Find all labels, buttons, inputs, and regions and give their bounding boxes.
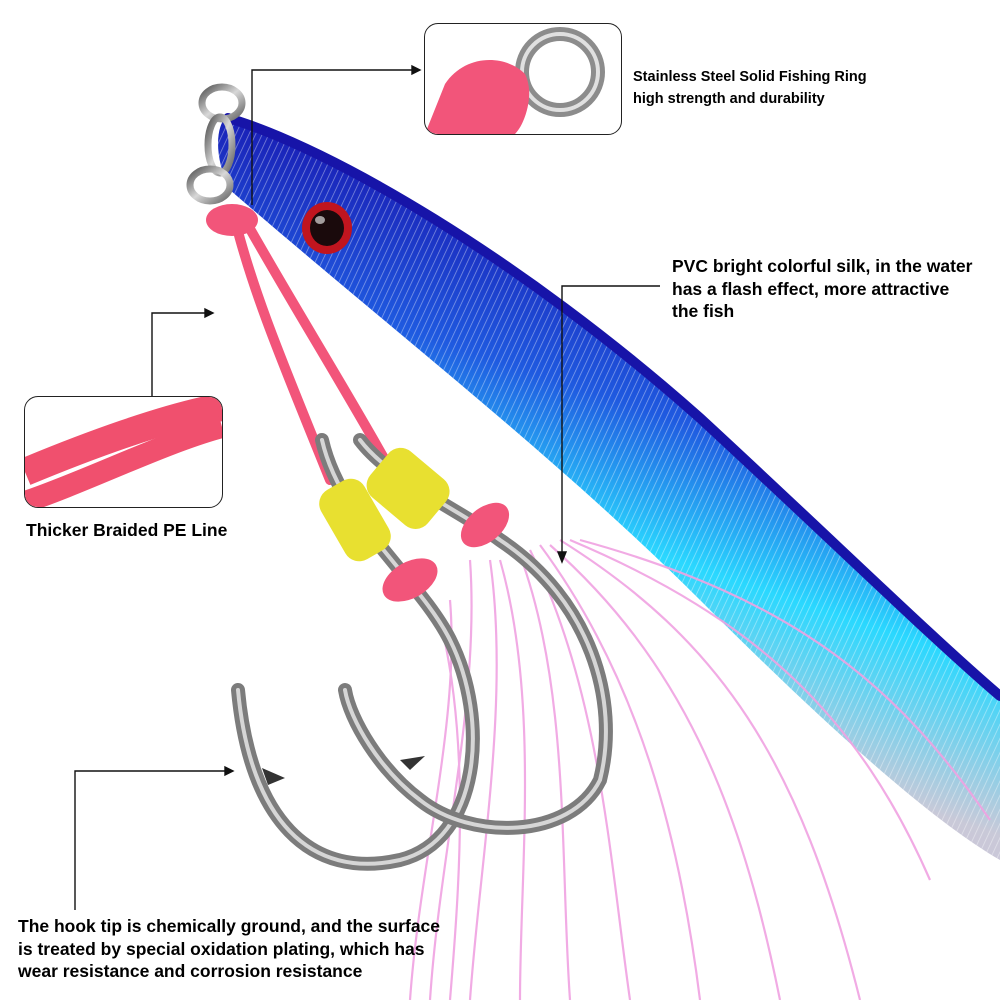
hook-callout-line: The hook tip is chemically ground, and t… — [18, 916, 441, 936]
silk-callout-line: has a flash effect, more attractive — [672, 278, 950, 299]
leader-knot — [206, 204, 258, 236]
silk-callout-line: PVC bright colorful silk, in the water — [672, 256, 973, 276]
callout-lines — [74, 64, 660, 910]
assist-hook-left — [231, 433, 480, 871]
silk-callout-line: the fish — [672, 301, 735, 321]
braided-line-icon — [25, 397, 222, 507]
line-callout-line: Thicker Braided PE Line — [26, 520, 228, 540]
ring-callout-line: high strength and durability — [633, 91, 825, 107]
steel-ring-icon — [425, 27, 605, 134]
assist-hook-right — [338, 433, 613, 835]
hook-callout-line: wear resistance and corrosion resistance — [18, 961, 363, 981]
ring-closeup-inset — [424, 23, 622, 135]
hook-callout-line: is treated by special oxidation plating,… — [18, 938, 425, 959]
lure-body — [218, 113, 1000, 860]
braided-line-closeup-inset — [24, 396, 223, 508]
braided-pe-leaders — [230, 215, 390, 485]
silk-callout-text: PVC bright colorful silk, in the water h… — [672, 255, 972, 323]
ring-callout-text: Stainless Steel Solid Fishing Ring high … — [633, 66, 867, 110]
hook-callout-text: The hook tip is chemically ground, and t… — [18, 915, 498, 983]
line-callout-text: Thicker Braided PE Line — [26, 520, 227, 542]
ring-callout-line: Stainless Steel Solid Fishing Ring — [633, 69, 867, 85]
lure-eye — [302, 202, 352, 254]
split-rings — [186, 83, 246, 205]
